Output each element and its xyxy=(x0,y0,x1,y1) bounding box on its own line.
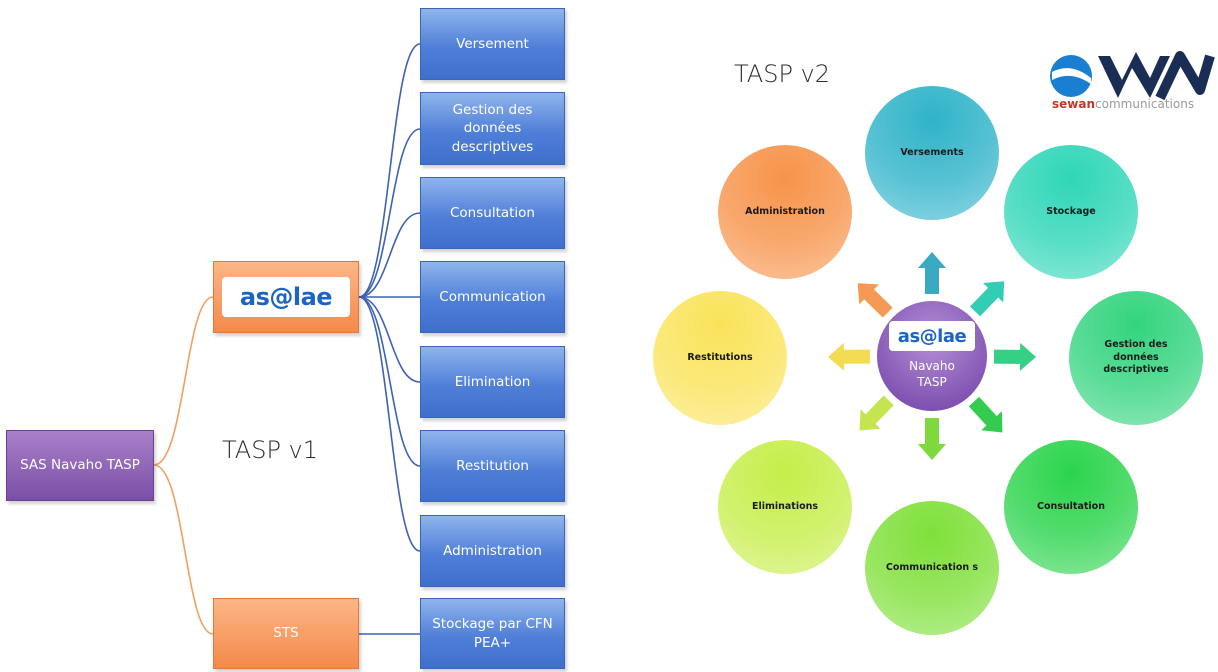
node-communications: Communication s xyxy=(865,501,999,635)
module-stockage-cfn: Stockage par CFN PEA+ xyxy=(420,598,565,669)
module-gestion: Gestion des données descriptives xyxy=(420,92,565,165)
module-versement: Versement xyxy=(420,8,565,80)
node-gestion: Gestion des données descriptives xyxy=(1069,291,1203,425)
hub-label-2: TASP xyxy=(917,375,947,389)
connector-asalae-elimination xyxy=(358,296,421,383)
module-elimination: Elimination xyxy=(420,346,565,418)
connector-root-sts xyxy=(153,464,214,635)
node-versements: Versements xyxy=(865,86,999,220)
node-administration-label: Administration xyxy=(745,205,825,217)
node-eliminations: Eliminations xyxy=(718,440,852,574)
arrow-gestion xyxy=(993,342,1036,371)
hub-node: as@lae Navaho TASP xyxy=(877,301,987,411)
module-communication: Communication xyxy=(420,261,565,333)
tasp-v2-title: TASP v2 xyxy=(734,60,831,88)
node-communications-label: Communication s xyxy=(885,561,979,573)
node-stockage: Stockage xyxy=(1004,145,1138,279)
arrow-stockage xyxy=(970,281,1005,317)
module-administration: Administration xyxy=(420,515,565,587)
connector-asalae-restitution xyxy=(358,296,421,467)
node-versements-label: Versements xyxy=(900,146,964,158)
arrow-restitutions xyxy=(828,342,871,371)
arrow-group xyxy=(828,252,1036,460)
hub-asalae-logo: as@lae xyxy=(897,325,967,347)
connector-asalae-consultation xyxy=(358,212,421,298)
node-stockage-label: Stockage xyxy=(1046,205,1096,217)
connector-asalae-versement xyxy=(358,43,421,298)
node-consultation-label: Consultation xyxy=(1037,500,1105,512)
arrow-consultation xyxy=(968,396,1003,433)
sewan-logo-icon xyxy=(1050,51,1215,101)
node-restitutions: Restitutions xyxy=(653,291,787,425)
node-consultation: Consultation xyxy=(1004,440,1138,574)
arrow-administration xyxy=(857,283,893,318)
tasp-v1-title: TASP v1 xyxy=(222,436,319,464)
arrow-versements xyxy=(918,252,946,294)
node-administration: Administration xyxy=(718,145,852,279)
node-restitutions-label: Restitutions xyxy=(687,351,753,363)
module-consultation: Consultation xyxy=(420,177,565,249)
node-eliminations-label: Eliminations xyxy=(751,500,819,512)
root-node: SAS Navaho TASP xyxy=(6,430,154,501)
node-gestion-label: Gestion des données descriptives xyxy=(1103,338,1169,376)
connector-asalae-gestion xyxy=(358,128,421,298)
sts-node: STS xyxy=(213,598,359,669)
module-restitution: Restitution xyxy=(420,430,565,502)
connector-asalae-administration xyxy=(358,296,421,552)
sewan-brand-text: sewancommunications xyxy=(1052,97,1194,111)
connector-root-asalae xyxy=(153,296,214,466)
arrow-eliminations xyxy=(859,395,894,431)
asalae-node: as@lae xyxy=(213,261,359,333)
hub-label-1: Navaho xyxy=(909,359,955,373)
brand-bold: sewan xyxy=(1052,97,1096,111)
arrow-communications xyxy=(918,418,946,460)
asalae-logo: as@lae xyxy=(239,282,333,311)
brand-rest: communications xyxy=(1095,97,1195,111)
